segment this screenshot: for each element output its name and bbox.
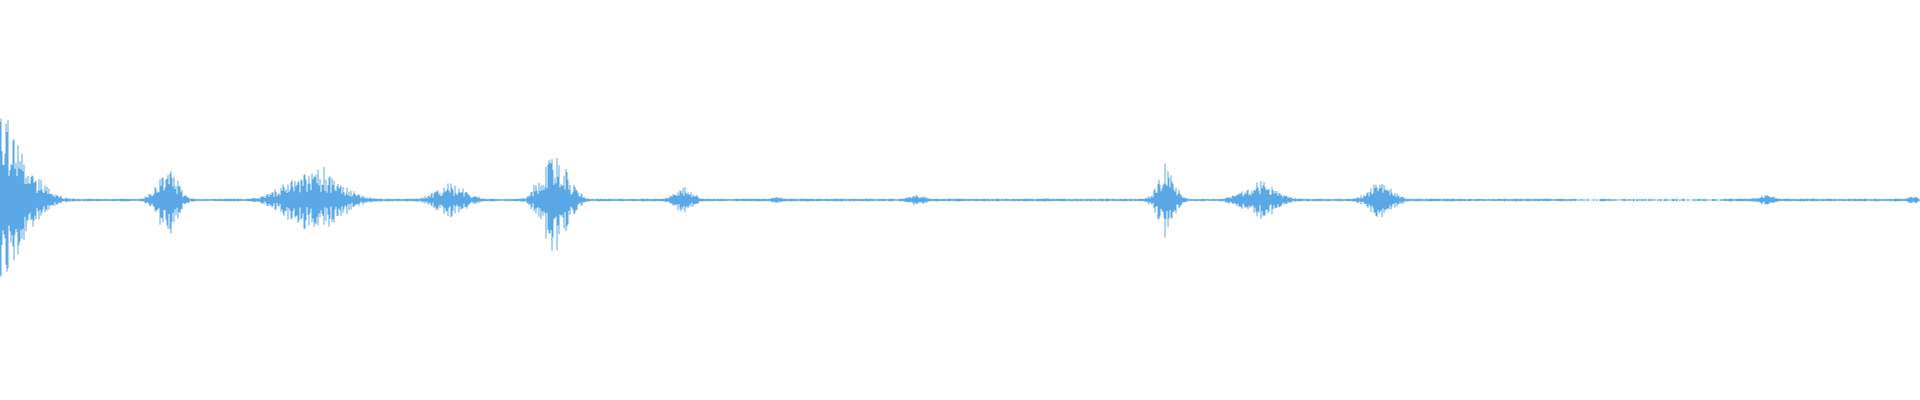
waveform-trace (0, 118, 1920, 277)
